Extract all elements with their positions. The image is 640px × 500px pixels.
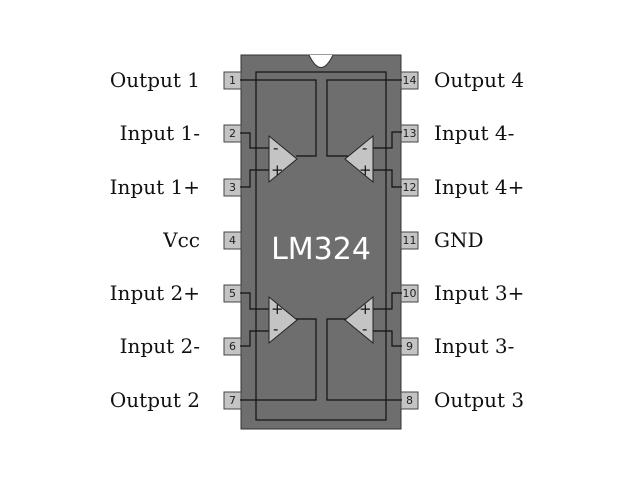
- pin-label: Input 1+: [110, 175, 200, 199]
- amp-2: + -: [268, 295, 298, 345]
- wiring: [240, 79, 402, 401]
- pin-label: Input 4-: [434, 121, 514, 145]
- pin-5: 5 Input 2+: [110, 281, 242, 305]
- pin-label: Output 4: [434, 68, 524, 92]
- pin-14: 14 Output 4: [400, 68, 524, 92]
- pin-label: Input 2+: [110, 281, 200, 305]
- opamp-triangle-1: [268, 134, 298, 184]
- pin-number: 9: [406, 340, 413, 353]
- pin-label: Vcc: [162, 228, 200, 252]
- amp-1-plus: +: [271, 161, 284, 179]
- chip-name: LM324: [271, 232, 371, 267]
- amp-1: - +: [268, 134, 298, 184]
- amp-3-minus: -: [362, 320, 367, 338]
- pin-label: Input 2-: [120, 334, 200, 358]
- pin-number: 12: [403, 181, 417, 194]
- opamp-triangle-4: [344, 134, 374, 184]
- pin-number: 5: [229, 287, 236, 300]
- pin-number: 11: [403, 234, 417, 247]
- pin-box: [223, 231, 242, 250]
- pin-number: 6: [229, 340, 236, 353]
- pin-2: 2 Input 1-: [120, 121, 242, 145]
- pin-number: 14: [403, 74, 417, 87]
- opamp-triangle-3: [344, 295, 374, 345]
- amp-4: - +: [344, 134, 374, 184]
- opamp-triangle-2: [268, 295, 298, 345]
- amp-2-minus: -: [273, 320, 278, 338]
- pin-7: 7 Output 2: [110, 388, 242, 412]
- pin-number: 13: [403, 127, 417, 140]
- pin-label: Output 1: [110, 68, 200, 92]
- pin-number: 1: [229, 74, 236, 87]
- pin-label: GND: [434, 228, 484, 252]
- pin-13: 13 Input 4-: [400, 121, 514, 145]
- amp-4-plus: +: [359, 161, 372, 179]
- pin-4: 4 Vcc: [162, 228, 242, 252]
- pin-8: 8 Output 3: [400, 388, 524, 412]
- amp-1-minus: -: [273, 139, 278, 157]
- amp-4-minus: -: [362, 139, 367, 157]
- amp-2-plus: +: [271, 300, 284, 318]
- amp-3: + -: [344, 295, 374, 345]
- pin-10: 10 Input 3+: [400, 281, 524, 305]
- inner-frame: [255, 71, 387, 421]
- pin-number: 2: [229, 127, 236, 140]
- pin-label: Input 3+: [434, 281, 524, 305]
- pin-12: 12 Input 4+: [400, 175, 524, 199]
- pin-number: 8: [406, 394, 413, 407]
- pin-number: 4: [229, 234, 236, 247]
- pin-1: 1 Output 1: [110, 68, 242, 92]
- pin-9: 9 Input 3-: [400, 334, 514, 358]
- pin-label: Input 3-: [434, 334, 514, 358]
- pin-11: 11 GND: [400, 228, 484, 252]
- pin-6: 6 Input 2-: [120, 334, 242, 358]
- pin-number: 7: [229, 394, 236, 407]
- pin-label: Input 4+: [434, 175, 524, 199]
- amp-3-plus: +: [359, 300, 372, 318]
- pin-label: Input 1-: [120, 121, 200, 145]
- pin-box: [400, 124, 419, 143]
- pin-box: [400, 231, 419, 250]
- chip-notch: [308, 54, 334, 68]
- pins-layer: 1 Output 1 2 Input 1- 3 Input 1+ 4 Vcc 5 Input 2+…: [110, 68, 525, 412]
- pin-3: 3 Input 1+: [110, 175, 242, 199]
- pin-number: 10: [403, 287, 417, 300]
- pin-label: Output 3: [434, 388, 524, 412]
- pin-label: Output 2: [110, 388, 200, 412]
- pin-number: 3: [229, 181, 236, 194]
- chip-body: [240, 54, 402, 430]
